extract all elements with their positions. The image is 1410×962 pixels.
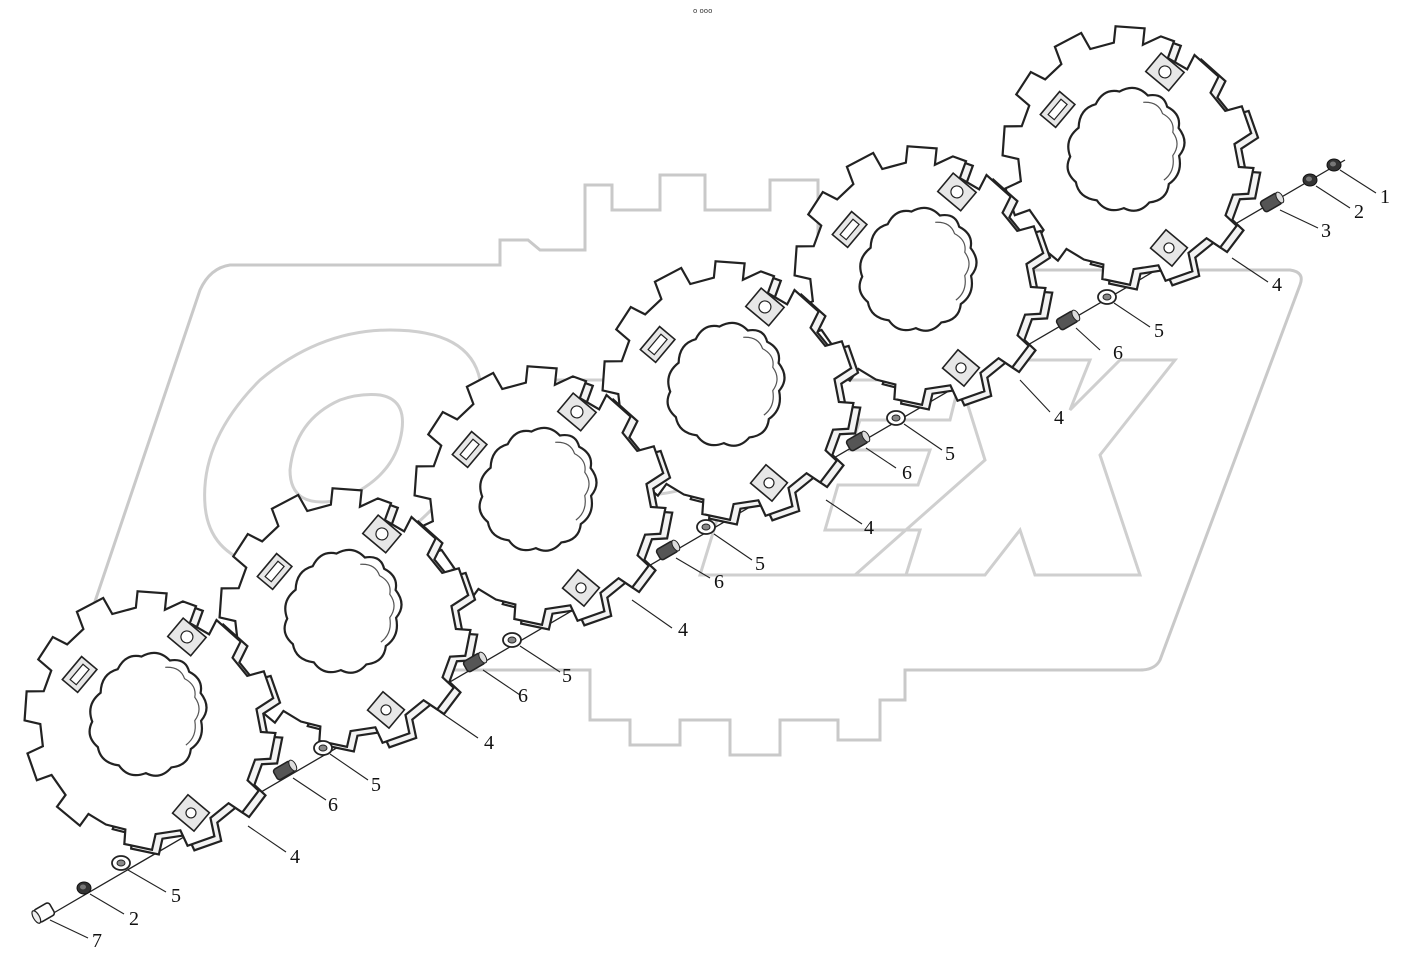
washer-part-5 [313,740,333,756]
callout-4: 4 [1272,274,1282,296]
bushing-part-6 [654,538,683,562]
washer-part-5 [502,632,522,648]
hardware [31,158,1342,924]
washer-part-5 [886,410,906,426]
washer-part-5 [1097,289,1117,305]
callout-4: 4 [678,619,688,641]
callout-6: 6 [714,571,724,593]
callout-5: 5 [562,665,572,687]
callout-6: 6 [902,462,912,484]
callout-4: 4 [484,732,494,754]
callout-6: 6 [1113,342,1123,364]
callout-6: 6 [328,794,338,816]
top-mark: o ooo [693,7,712,15]
callout-5: 5 [945,443,955,465]
bushing-part-6 [1054,308,1083,332]
washer-part-5 [111,855,131,871]
callout-4: 4 [864,517,874,539]
bushing-part-3 [1258,190,1287,214]
callout-4: 4 [290,846,300,868]
callout-2: 2 [129,908,139,930]
callout-5: 5 [1154,320,1164,342]
callout-4: 4 [1054,407,1064,429]
washer-part-5 [696,519,716,535]
callout-7: 7 [92,930,102,952]
callout-6: 6 [518,685,528,707]
nut-part-2 [76,881,92,895]
leader-lines [49,169,1377,939]
nut-part-2 [1302,173,1318,187]
callout-5: 5 [755,553,765,575]
bolt-part-7 [31,902,56,924]
callouts: 1 2 3 4 5 6 4 5 6 4 5 6 4 5 6 4 5 6 4 5 … [92,186,1390,952]
callout-2: 2 [1354,201,1364,223]
callout-5: 5 [371,774,381,796]
callout-3: 3 [1321,220,1331,242]
nut-part-1 [1326,158,1342,172]
callout-1: 1 [1380,186,1390,208]
callout-5: 5 [171,885,181,907]
